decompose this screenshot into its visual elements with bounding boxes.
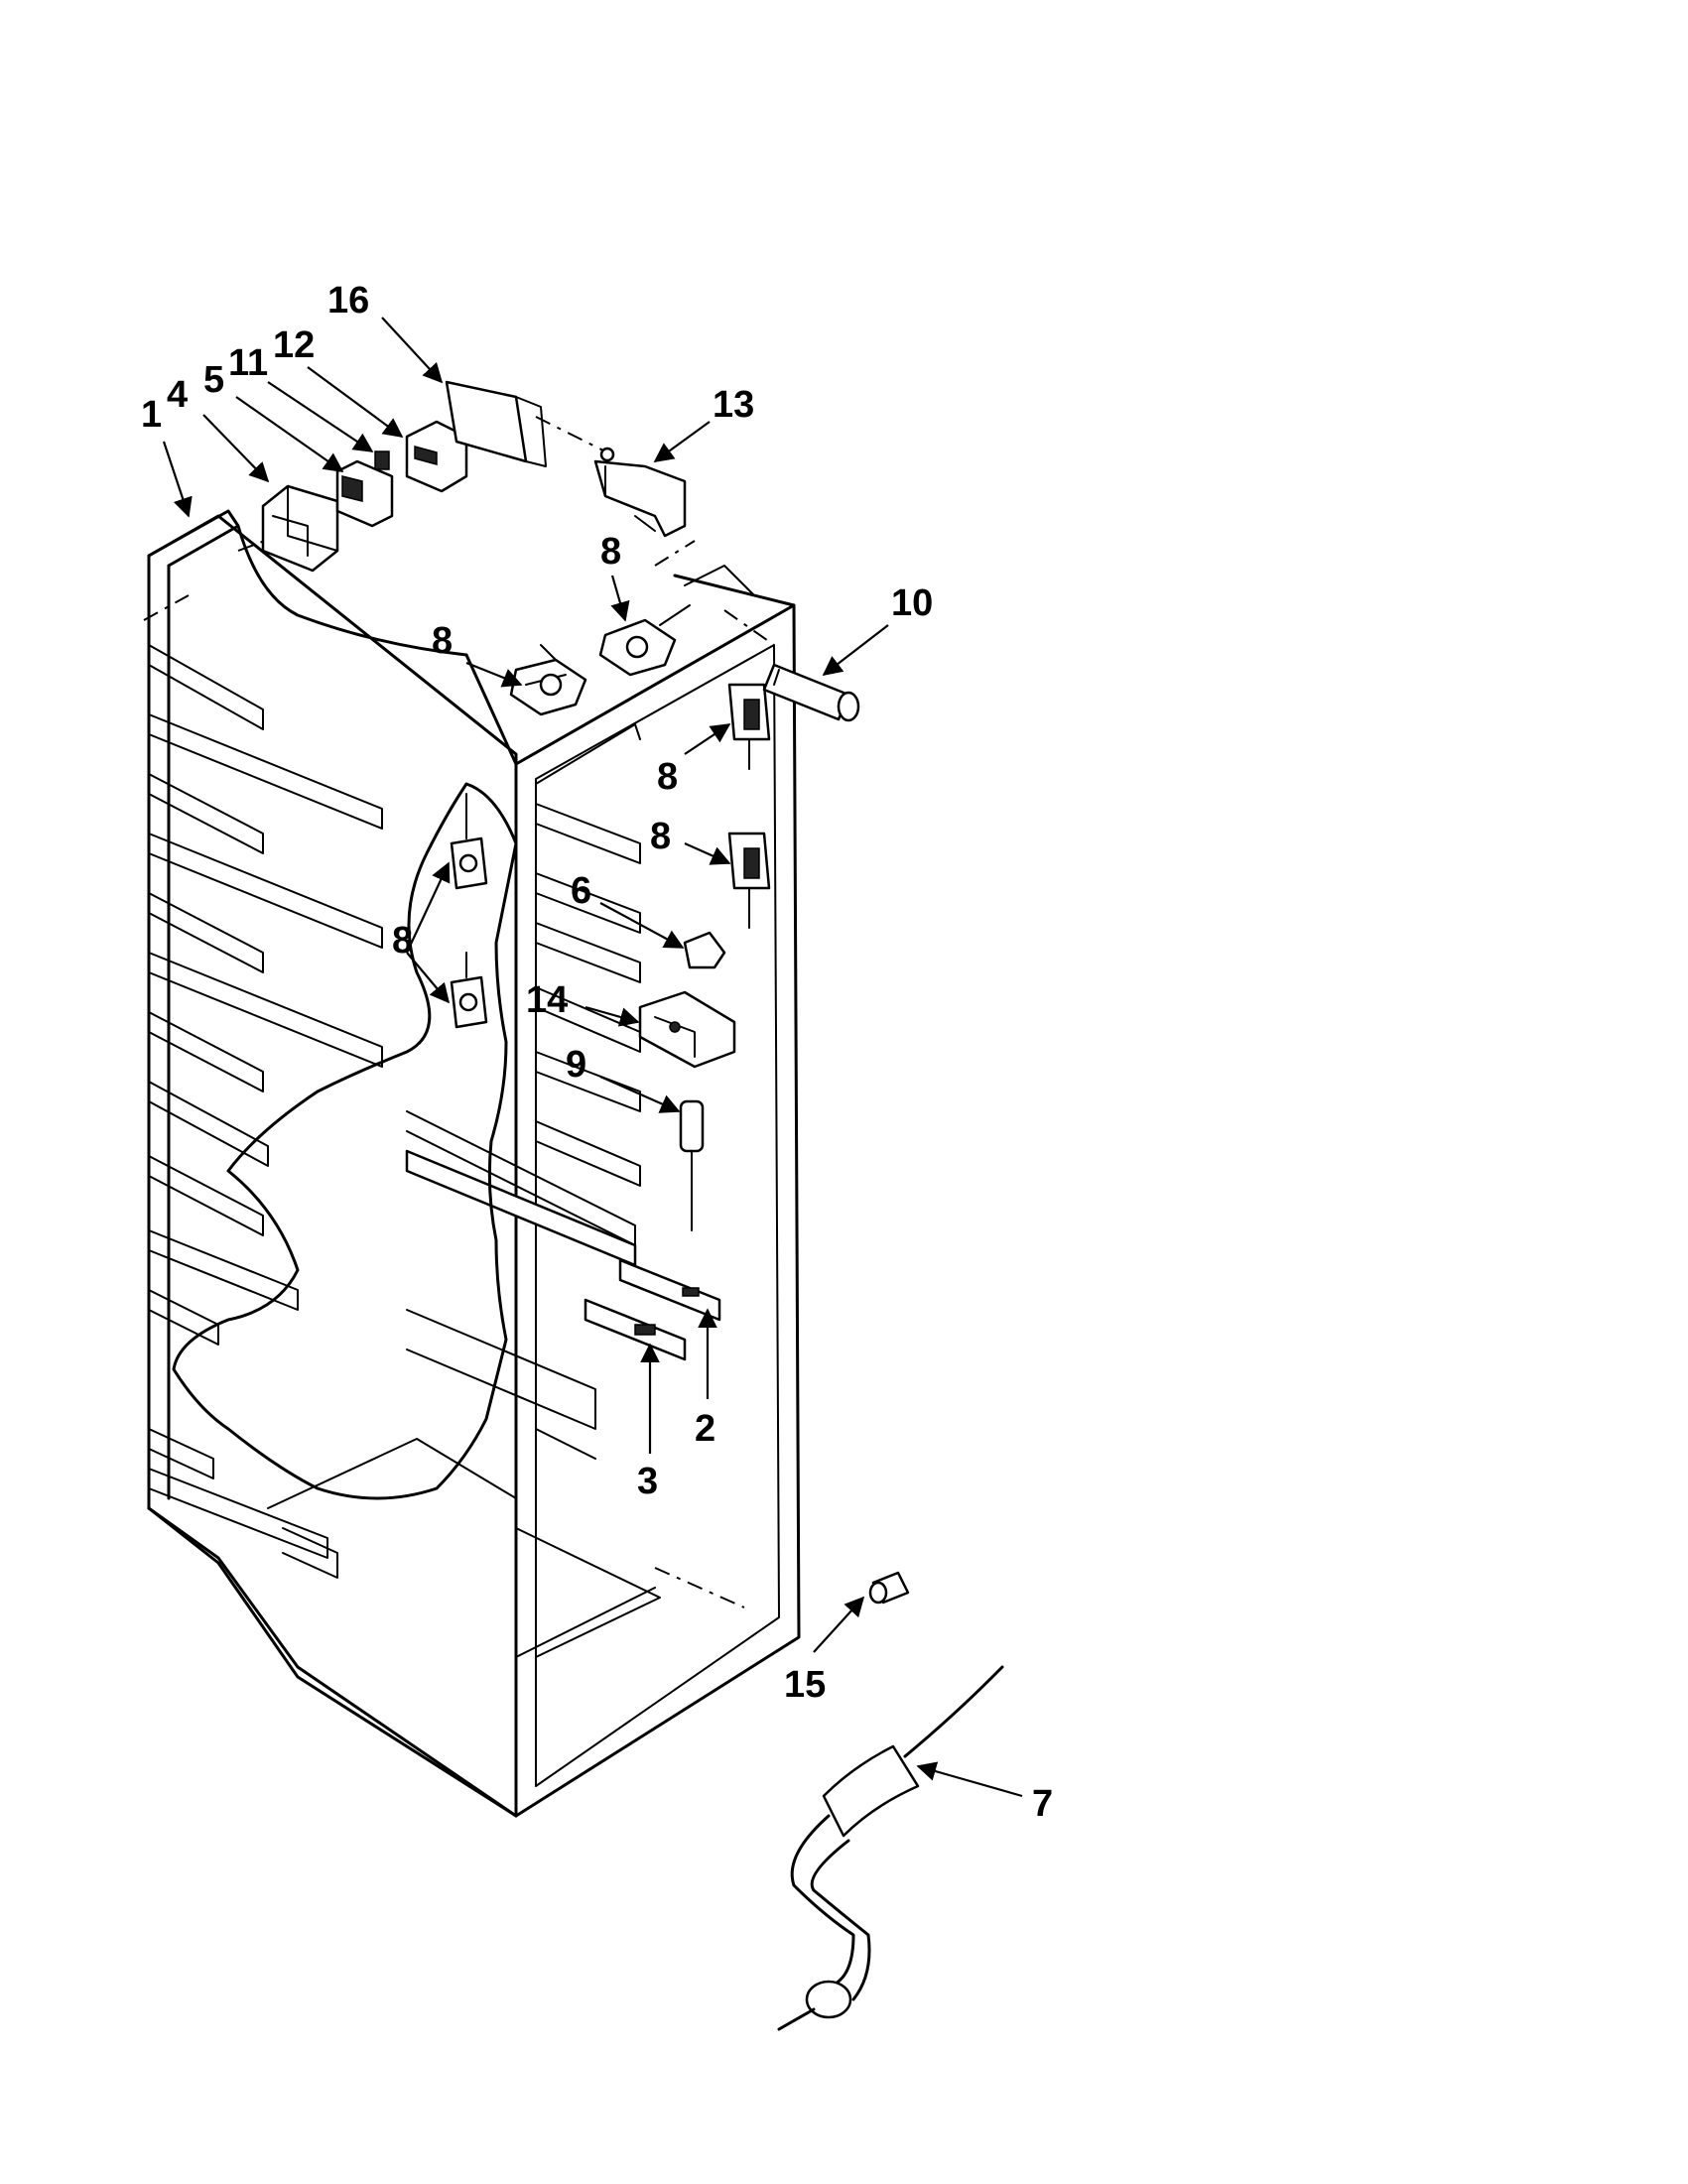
- callout-4: 4: [167, 374, 188, 416]
- part-3-plate[interactable]: [584, 1298, 687, 1361]
- callout-8-right-lower: 8: [650, 816, 671, 857]
- part-7-water-tube[interactable]: [777, 1665, 1004, 2031]
- callout-10: 10: [891, 582, 933, 624]
- callout-11: 11: [228, 342, 268, 384]
- reference-line: [654, 1567, 745, 1608]
- reference-line: [143, 594, 190, 621]
- callout-8-right-upper: 8: [657, 756, 678, 798]
- part-8-light-housing-right-lower[interactable]: [727, 832, 771, 929]
- part-16-cover[interactable]: [445, 380, 547, 467]
- callout-12: 12: [273, 324, 315, 366]
- part-6-clip[interactable]: [683, 931, 726, 969]
- part-14-light-housing[interactable]: [638, 990, 736, 1069]
- part-2-plate[interactable]: [618, 1258, 721, 1322]
- callout-9: 9: [566, 1044, 586, 1086]
- part-15-fitting[interactable]: [868, 1571, 910, 1605]
- callout-1: 1: [141, 394, 162, 436]
- callout-16: 16: [327, 280, 369, 321]
- callout-8-top-right: 8: [600, 531, 621, 573]
- part-8-light-housing-left-lower[interactable]: [450, 952, 488, 1029]
- callout-2: 2: [695, 1408, 715, 1450]
- part-13-bracket[interactable]: [593, 447, 687, 538]
- part-8-light-housing-top-right[interactable]: [598, 604, 691, 677]
- callout-14: 14: [526, 979, 568, 1021]
- callout-8-left: 8: [392, 920, 413, 962]
- cutaway-outline: [172, 782, 518, 1500]
- part-4-housing[interactable]: [261, 484, 339, 573]
- part-12-module[interactable]: [405, 420, 468, 493]
- part-5-board[interactable]: [335, 459, 394, 528]
- part-8-light-housing-top-left[interactable]: [509, 644, 587, 716]
- part-8-light-housing-right-upper[interactable]: [727, 683, 771, 770]
- refrigerator-liner: [147, 509, 801, 1818]
- reference-line: [237, 535, 279, 552]
- part-8-light-housing-left-upper[interactable]: [450, 793, 488, 890]
- callout-3: 3: [637, 1461, 658, 1502]
- reference-line: [723, 609, 775, 646]
- part-9-sensor[interactable]: [679, 1099, 705, 1231]
- callout-5: 5: [203, 359, 224, 401]
- leader-lines: [162, 317, 1023, 1798]
- part-10-tube[interactable]: [762, 663, 860, 722]
- reference-line: [654, 540, 696, 567]
- part-11-connector[interactable]: [374, 450, 390, 470]
- callout-15: 15: [784, 1664, 826, 1706]
- callout-7: 7: [1032, 1783, 1053, 1825]
- callout-13: 13: [713, 384, 754, 426]
- callout-labels: 1 4 5 11 12 16 13 8 8 10 8 8 6 8 14 9 2 …: [141, 280, 1053, 1825]
- callout-8-top-left: 8: [432, 620, 453, 662]
- callout-6: 6: [571, 870, 591, 912]
